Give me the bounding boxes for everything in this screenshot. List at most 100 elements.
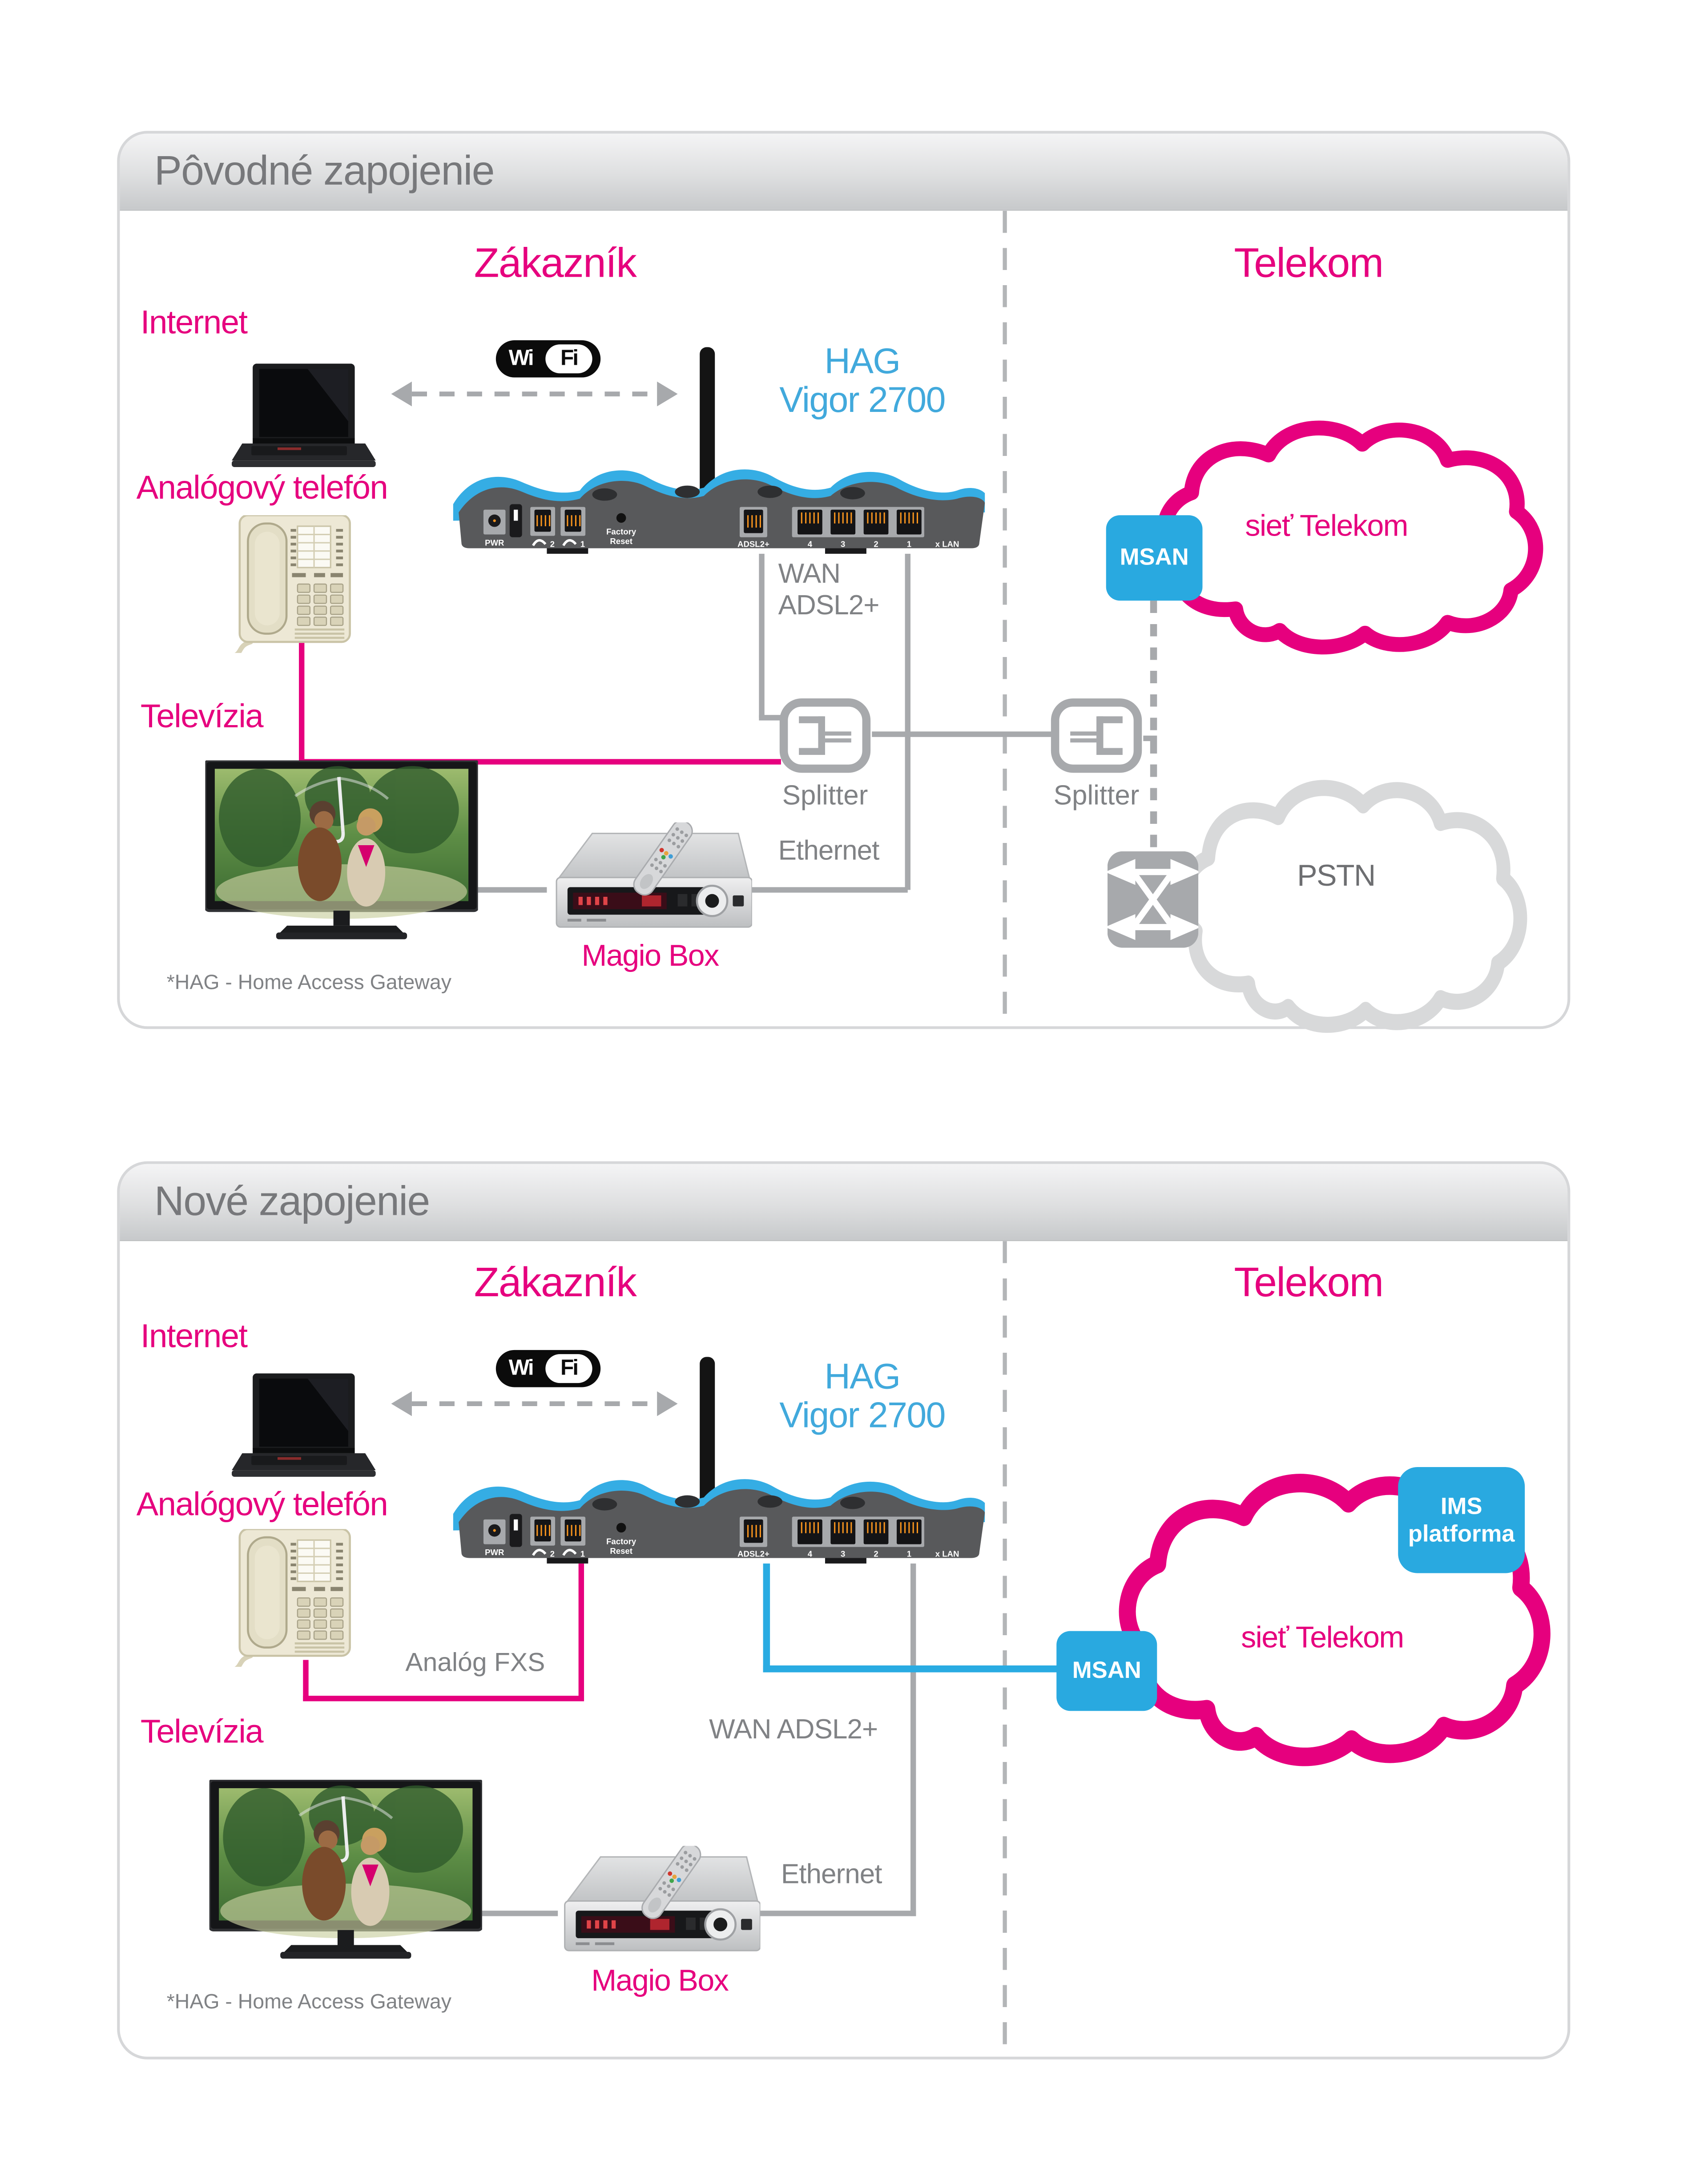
router-lan-label: x LAN (935, 1549, 959, 1558)
wan-line-vertical (763, 1563, 770, 1673)
telekom-cloud-label: sieť Telekom (1245, 508, 1408, 543)
section-divider (1003, 210, 1007, 1021)
router-pwr-label: PWR (485, 1548, 504, 1557)
msan-switch-dashed-line (1150, 601, 1157, 854)
router-port3-label: 3 (841, 539, 845, 548)
wan-line-horizontal (763, 1665, 1059, 1673)
analog-phone-label: Analógový telefón (136, 1486, 388, 1524)
ethernet-line-horizontal (760, 1911, 916, 1916)
splitter-left-label: Splitter (782, 781, 868, 811)
router-port2-label: 2 (874, 1549, 878, 1558)
wan-label-line2: ADSL2+ (778, 591, 880, 621)
router-port3-label: 3 (841, 1549, 845, 1558)
internet-label: Internet (140, 304, 248, 342)
customer-section-title: Zákazník (474, 1260, 637, 1306)
router-adsl-label: ADSL2+ (737, 1549, 769, 1558)
laptop-icon (231, 364, 376, 468)
hag-footnote: *HAG - Home Access Gateway (166, 1990, 451, 2014)
router-reset-label: Reset (610, 1546, 632, 1556)
pstn-cloud (1171, 765, 1545, 1057)
handset-icons (532, 539, 577, 546)
router-phone1-label: 1 (580, 1549, 585, 1558)
tv-magio-line (478, 887, 547, 893)
hag-title-line2: Vigor 2700 (779, 1394, 946, 1435)
panel-title: Pôvodné zapojenie (154, 148, 495, 194)
router-lan-label: x LAN (935, 539, 959, 548)
telekom-section-title: Telekom (1234, 241, 1384, 287)
wan-label-line1: WAN (778, 559, 841, 590)
hag-footnote: *HAG - Home Access Gateway (166, 971, 451, 995)
analog-phone-icon (207, 1529, 353, 1667)
telekom-section-title: Telekom (1234, 1260, 1384, 1306)
panel-header: Nové zapojenie (120, 1164, 1568, 1242)
router-adsl-label: ADSL2+ (737, 539, 769, 548)
wan-adsl-label: WAN ADSL2+ (709, 1715, 878, 1746)
ethernet-label: Ethernet (781, 1859, 882, 1890)
splitter-right-label: Splitter (1053, 781, 1140, 811)
telekom-cloud-label: sieť Telekom (1241, 1620, 1404, 1655)
hag-title-line2: Vigor 2700 (779, 379, 946, 420)
panel-title: Nové zapojenie (154, 1178, 430, 1224)
phone-line-vertical (298, 640, 305, 765)
analog-phone-icon (207, 515, 353, 653)
magio-box-label: Magio Box (591, 1963, 729, 1998)
router-icon: PWR Factory Reset ADSL2+ 4 3 2 1 x LAN 2… (453, 1479, 985, 1564)
msan-box: MSAN (1056, 1631, 1157, 1711)
wan-line-vertical (759, 553, 765, 718)
pstn-cloud-label: PSTN (1297, 858, 1376, 893)
splitter-left-icon (778, 697, 872, 774)
router-port2-label: 2 (874, 539, 878, 548)
hag-title-line1: HAG (824, 1355, 901, 1397)
wifi-arrow (391, 381, 678, 407)
splitter-right-icon (1050, 697, 1144, 774)
pstn-switch-icon (1108, 851, 1198, 948)
wan-line-elbow (759, 715, 781, 721)
analog-fxs-label: Analóg FXS (405, 1649, 545, 1678)
ethernet-line-vertical (910, 1563, 916, 1916)
phone-line-vertical (303, 1660, 309, 1701)
panel-original-wiring: Pôvodné zapojenie Zákazník Telekom Inter… (117, 131, 1571, 1029)
msan-box: MSAN (1106, 515, 1203, 601)
router-port4-label: 4 (808, 1549, 813, 1558)
tv-icon (205, 760, 478, 942)
router-antenna (700, 1357, 715, 1500)
customer-section-title: Zákazník (474, 241, 637, 287)
wifi-arrow (391, 1391, 678, 1416)
internet-label: Internet (140, 1318, 248, 1356)
router-phone2-label: 2 (550, 1549, 555, 1558)
magio-box-icon (545, 822, 752, 935)
wifi-logo: Wi Fi (495, 1350, 601, 1387)
router-factory-label: Factory (606, 527, 636, 536)
laptop-icon (231, 1373, 376, 1478)
wifi-logo-wi: Wi (508, 1356, 534, 1380)
hag-title-line1: HAG (824, 340, 901, 382)
wifi-logo: Wi Fi (495, 340, 601, 378)
wan-adsl-label: WAN ADSL2+ (778, 559, 880, 622)
router-icon: PWR Factory Reset ADSL2+ 4 3 2 1 x LAN 2… (453, 469, 985, 554)
router-phone2-label: 2 (550, 539, 555, 548)
ethernet-label: Ethernet (778, 836, 880, 867)
splitter-interconnect-line (872, 731, 1052, 737)
ims-label-line2: platforma (1408, 1520, 1515, 1547)
tv-label: Televízia (140, 1713, 264, 1751)
ims-platform-box: IMS platforma (1398, 1467, 1525, 1573)
panel-new-wiring: Nové zapojenie Zákazník Telekom Internet… (117, 1161, 1571, 2060)
router-reset-label: Reset (610, 536, 632, 546)
phone-line-horizontal (303, 1696, 584, 1701)
wifi-logo-fi: Fi (545, 1354, 592, 1383)
tv-icon (209, 1780, 482, 1962)
panel-header: Pôvodné zapojenie (120, 133, 1568, 211)
phone-line-to-router (578, 1563, 584, 1701)
router-antenna (700, 347, 715, 491)
wifi-logo-fi: Fi (545, 344, 592, 374)
ethernet-line-vertical (905, 553, 910, 890)
router-port1-label: 1 (907, 1549, 911, 1558)
router-factory-label: Factory (606, 1536, 636, 1546)
analog-phone-label: Analógový telefón (136, 469, 388, 507)
tv-magio-line (482, 1911, 558, 1916)
section-divider (1003, 1241, 1007, 2052)
handset-icons (532, 1548, 577, 1556)
magio-box-icon (554, 1846, 761, 1959)
tv-label: Televízia (140, 698, 264, 736)
ethernet-line-horizontal (750, 887, 908, 893)
